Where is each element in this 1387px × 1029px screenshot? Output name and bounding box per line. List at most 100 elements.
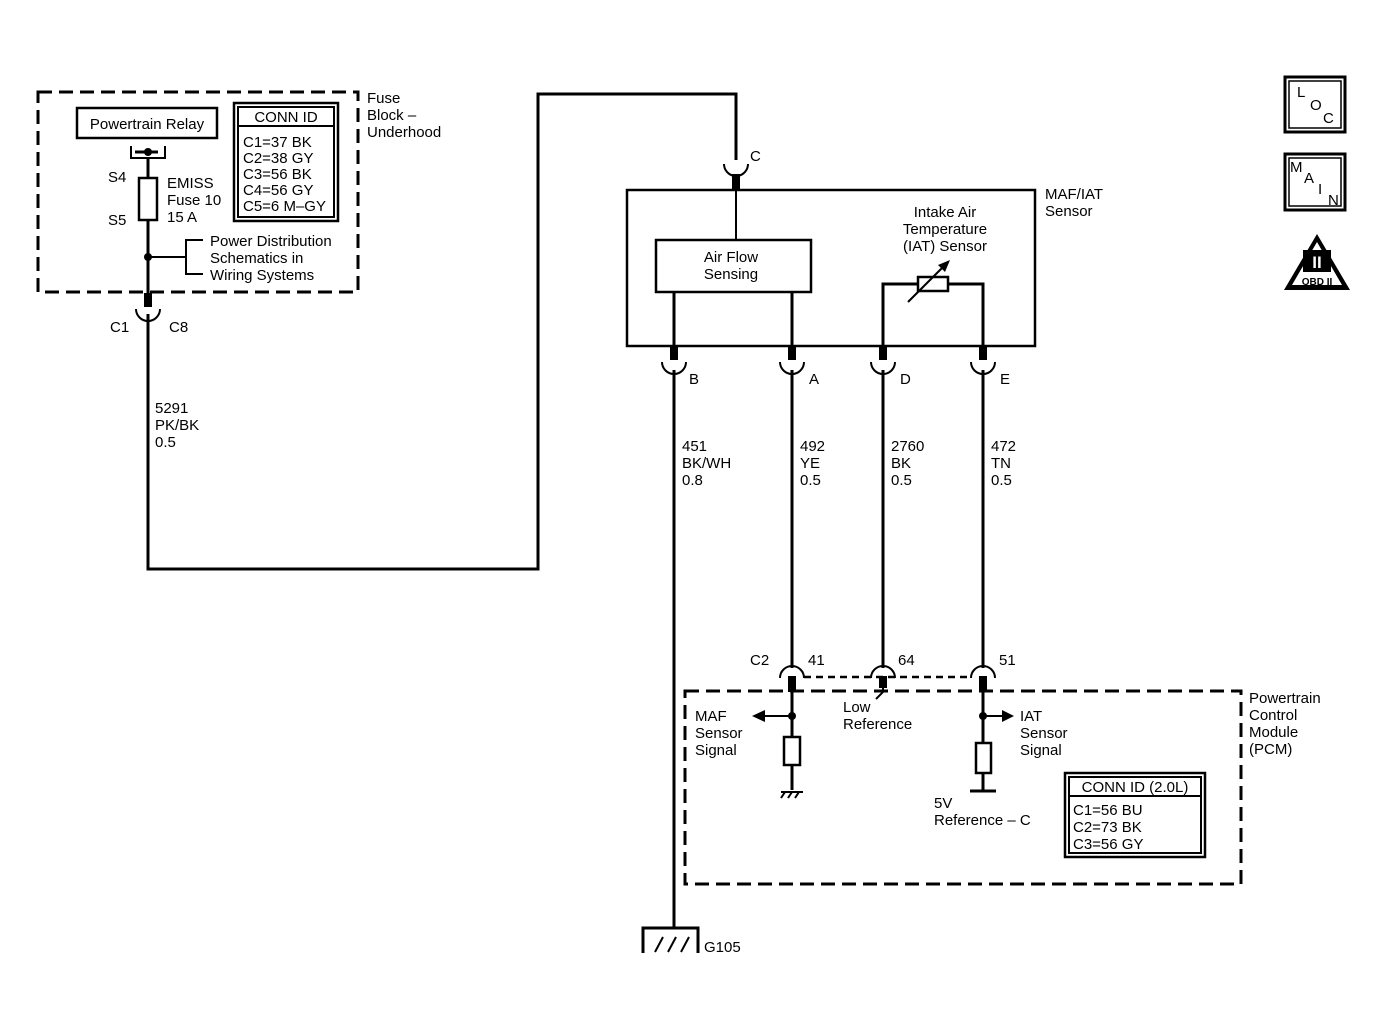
reference-5v-label-1: 5V bbox=[934, 795, 952, 812]
fuse-block-label-3: Underhood bbox=[367, 124, 441, 141]
pcm-conn-id-title: CONN ID (2.0L) bbox=[1082, 779, 1189, 796]
wire-472-number: 472 bbox=[991, 438, 1016, 455]
ground-g105: G105 bbox=[641, 926, 741, 956]
iat-label-3: (IAT) Sensor bbox=[903, 238, 987, 255]
power-dist-label-1: Power Distribution bbox=[210, 233, 332, 250]
wire-2760-gauge: 0.5 bbox=[891, 472, 912, 489]
iat-signal-label-2: Sensor bbox=[1020, 725, 1068, 742]
wire-492-color: YE bbox=[800, 455, 820, 472]
pcm-conn-row-3: C3=56 GY bbox=[1073, 836, 1143, 853]
fuse-label-2: Fuse 10 bbox=[167, 192, 221, 209]
wire-5291-number: 5291 bbox=[155, 400, 188, 417]
maf-signal-label-1: MAF bbox=[695, 708, 727, 725]
maf-signal-label-3: Signal bbox=[695, 742, 737, 759]
iat-signal-arrowhead bbox=[1002, 710, 1014, 722]
fuse-s4-label: S4 bbox=[108, 169, 126, 186]
air-flow-sensing-box bbox=[654, 238, 813, 294]
obd-ii-label: OBD II bbox=[1302, 277, 1333, 288]
ground-bracket bbox=[641, 926, 700, 953]
pcm-conn-row-1: C1=56 BU bbox=[1073, 802, 1143, 819]
pcm-c2-label: C2 bbox=[750, 652, 769, 669]
main-icon-letter-1: M bbox=[1290, 159, 1303, 176]
wire-492-number: 492 bbox=[800, 438, 825, 455]
iat-pullup-resistor bbox=[974, 741, 993, 775]
low-reference-label-1: Low bbox=[843, 699, 871, 716]
power-dist-bracket bbox=[185, 239, 203, 275]
pcm-pin-41-label: 41 bbox=[808, 652, 825, 669]
obd-ii-numeral: II bbox=[1312, 253, 1321, 272]
wire-5291 bbox=[146, 92, 738, 571]
fuse-block-border bbox=[36, 90, 360, 294]
obd-ii-icon[interactable]: II OBD II bbox=[1284, 234, 1350, 290]
sensor-pin-c-tab bbox=[732, 174, 740, 190]
main-icon-letter-4: N bbox=[1328, 192, 1339, 209]
wire-492-gauge: 0.5 bbox=[800, 472, 821, 489]
wire-2760-color: BK bbox=[891, 455, 911, 472]
wire-472-gauge: 0.5 bbox=[991, 472, 1012, 489]
powertrain-relay-label: Powertrain Relay bbox=[90, 116, 205, 133]
low-reference-label-2: Reference bbox=[843, 716, 912, 733]
fuse-s5-label: S5 bbox=[108, 212, 126, 229]
emiss-fuse bbox=[137, 176, 159, 222]
loc-icon[interactable]: L O C bbox=[1283, 75, 1347, 134]
main-icon[interactable]: M A I N bbox=[1283, 152, 1347, 212]
powertrain-relay-box bbox=[75, 106, 219, 140]
fuse-conn-row-4: C4=56 GY bbox=[243, 182, 313, 199]
fuse-conn-row-3: C3=56 BK bbox=[243, 166, 312, 183]
iat-signal-label-3: Signal bbox=[1020, 742, 1062, 759]
main-icon-letter-3: I bbox=[1318, 181, 1322, 198]
chassis-ground-icon bbox=[780, 791, 803, 799]
fuse-conn-row-2: C2=38 GY bbox=[243, 150, 313, 167]
wire-5291-gauge: 0.5 bbox=[155, 434, 176, 451]
pcm-border bbox=[683, 689, 1243, 886]
fuse-block-label-1: Fuse bbox=[367, 90, 400, 107]
fuse-conn-id-title: CONN ID bbox=[254, 109, 318, 126]
sensor-pin-b-label: B bbox=[689, 371, 699, 388]
wire-451-number: 451 bbox=[682, 438, 707, 455]
pcm-pin-64: 64 bbox=[870, 652, 915, 688]
sensor-pin-a: A bbox=[779, 346, 819, 388]
connector-c1-c8: C1 C8 bbox=[110, 293, 188, 336]
iat-signal-label-1: IAT bbox=[1020, 708, 1042, 725]
sensor-label-2: Sensor bbox=[1045, 203, 1093, 220]
fuse-block-label-2: Block – bbox=[367, 107, 417, 124]
iat-circuit bbox=[881, 282, 985, 350]
air-flow-label-2: Sensing bbox=[704, 266, 758, 283]
iat-label-1: Intake Air bbox=[914, 204, 977, 221]
wire-472-color: TN bbox=[991, 455, 1011, 472]
pcm-pin-51-label: 51 bbox=[999, 652, 1016, 669]
wire-451-gauge: 0.8 bbox=[682, 472, 703, 489]
sensor-pin-b: B bbox=[661, 346, 699, 388]
wire-5291-color: PK/BK bbox=[155, 417, 199, 434]
fuse-block: Fuse Block – Underhood Powertrain Relay … bbox=[36, 90, 441, 336]
pcm-label-3: Module bbox=[1249, 724, 1298, 741]
fuse-label-1: EMISS bbox=[167, 175, 214, 192]
fuse-label-3: 15 A bbox=[167, 209, 197, 226]
sensor-pin-d-label: D bbox=[900, 371, 911, 388]
loc-icon-letter-3: C bbox=[1323, 110, 1334, 127]
fuse-conn-id-table: CONN ID C1=37 BK C2=38 GY C3=56 BK C4=56… bbox=[232, 101, 340, 223]
wire-451-color: BK/WH bbox=[682, 455, 731, 472]
pcm-conn-id-table: CONN ID (2.0L) C1=56 BU C2=73 BK C3=56 G… bbox=[1063, 771, 1207, 859]
wire-2760-number: 2760 bbox=[891, 438, 924, 455]
pcm-conn-row-2: C2=73 BK bbox=[1073, 819, 1142, 836]
pcm-label-4: (PCM) bbox=[1249, 741, 1292, 758]
loc-icon-letter-1: L bbox=[1297, 84, 1305, 101]
pcm-label-2: Control bbox=[1249, 707, 1297, 724]
pcm-pin-41: 41 bbox=[779, 652, 825, 692]
power-dist-label-2: Schematics in bbox=[210, 250, 303, 267]
pcm-pin-51: 51 bbox=[970, 652, 1016, 692]
sensor-pin-a-label: A bbox=[809, 371, 819, 388]
maf-iat-sensor: C MAF/IAT Sensor Air Flow Sensing Intake… bbox=[625, 148, 1103, 388]
reference-5v-label-2: Reference – C bbox=[934, 812, 1031, 829]
loc-icon-letter-2: O bbox=[1310, 97, 1322, 114]
power-dist-label-3: Wiring Systems bbox=[210, 267, 314, 284]
maf-signal-label-2: Sensor bbox=[695, 725, 743, 742]
pcm-pin-64-label: 64 bbox=[898, 652, 915, 669]
air-flow-label-1: Air Flow bbox=[704, 249, 758, 266]
connector-c8-label: C8 bbox=[169, 319, 188, 336]
maf-pullup-resistor bbox=[782, 735, 802, 767]
fuse-conn-row-1: C1=37 BK bbox=[243, 134, 312, 151]
fuse-conn-row-5: C5=6 M–GY bbox=[243, 198, 326, 215]
